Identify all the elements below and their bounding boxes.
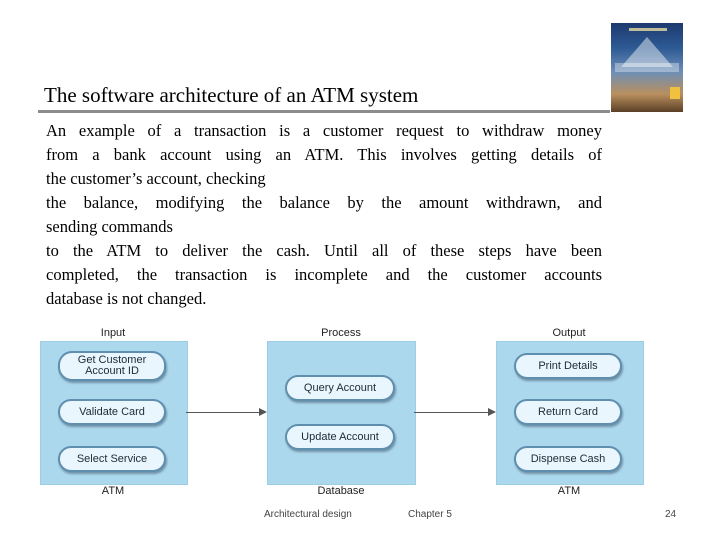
get-customer-account-id-node: Get Customer Account ID <box>58 351 166 381</box>
slide-title: The software architecture of an ATM syst… <box>44 83 419 107</box>
process-footer: Database <box>317 485 365 497</box>
print-details-node: Print Details <box>514 353 622 379</box>
title-underline <box>38 110 610 113</box>
body-line: the customer’s account, checking <box>46 169 266 188</box>
body-line: An example of a transaction is a custome… <box>46 121 602 140</box>
arrow-head-icon <box>488 408 496 416</box>
node-label: Update Account <box>301 430 379 443</box>
dispense-cash-node: Dispense Cash <box>514 446 622 472</box>
process-panel <box>267 341 416 485</box>
input-header: Input <box>100 327 126 339</box>
node-label: Get Customer Account ID <box>77 354 147 377</box>
body-paragraph: An example of a transaction is a custome… <box>46 119 602 311</box>
node-label: Print Details <box>538 359 598 372</box>
body-line: from a bank account using an ATM. This i… <box>46 145 602 164</box>
body-line: database is not changed. <box>46 289 207 308</box>
body-line: to the ATM to deliver the cash. Until al… <box>46 241 602 260</box>
node-label: Query Account <box>303 381 377 394</box>
footer-section-title: Architectural design <box>264 509 352 520</box>
node-label: Validate Card <box>79 405 145 418</box>
process-to-output-arrow <box>414 412 488 413</box>
validate-card-node: Validate Card <box>58 399 166 425</box>
process-header: Process <box>321 327 361 339</box>
footer-page-number: 24 <box>665 509 677 520</box>
input-footer: ATM <box>101 485 125 497</box>
update-account-node: Update Account <box>285 424 395 450</box>
body-line: completed, the transaction is incomplete… <box>46 265 602 284</box>
body-line: sending commands <box>46 217 173 236</box>
body-line: the balance, modifying the balance by th… <box>46 193 602 212</box>
arrow-head-icon <box>259 408 267 416</box>
output-footer: ATM <box>557 485 581 497</box>
node-label: Return Card <box>538 405 598 418</box>
output-header: Output <box>552 327 586 339</box>
footer-chapter: Chapter 5 <box>408 509 452 520</box>
node-label: Select Service <box>76 452 148 465</box>
node-label: Dispense Cash <box>530 452 606 465</box>
return-card-node: Return Card <box>514 399 622 425</box>
select-service-node: Select Service <box>58 446 166 472</box>
book-cover-image <box>611 23 683 112</box>
input-to-process-arrow <box>186 412 259 413</box>
query-account-node: Query Account <box>285 375 395 401</box>
